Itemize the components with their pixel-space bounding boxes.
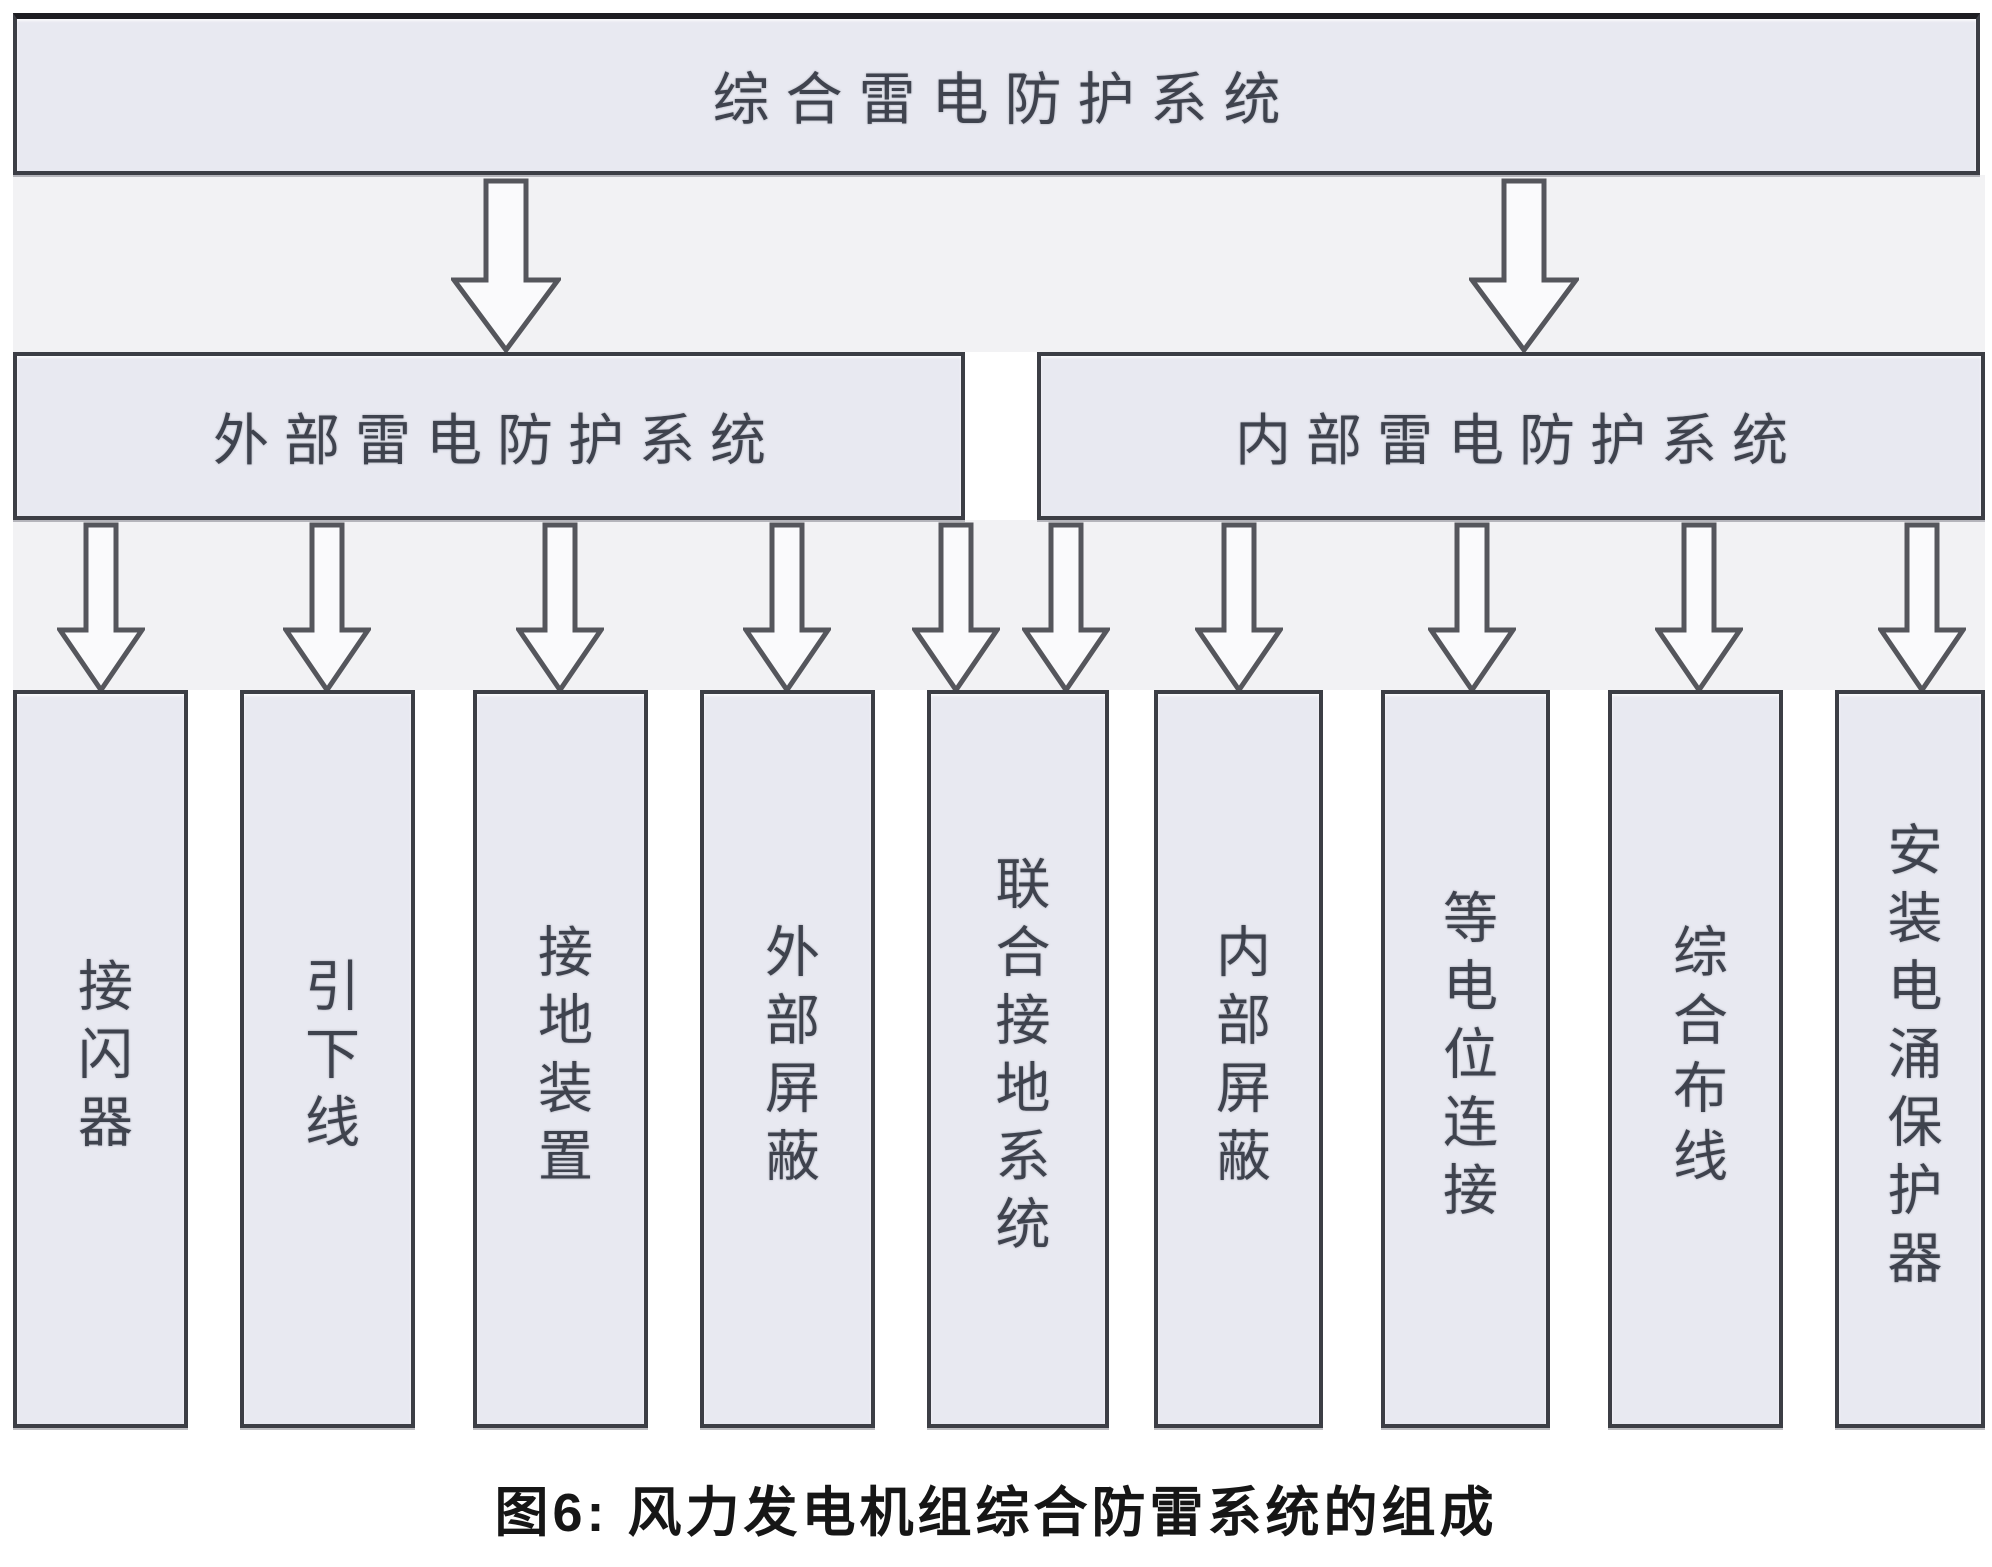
leaf-label: 内部屏蔽 bbox=[1207, 923, 1270, 1195]
leaf-label: 等电位连接 bbox=[1434, 889, 1497, 1229]
leaf-label: 外部屏蔽 bbox=[756, 923, 819, 1195]
leaf-box-joint-earthing-system: 联合接地系统 bbox=[927, 690, 1109, 1428]
leaf-label: 综合布线 bbox=[1664, 923, 1727, 1195]
internal-system-box: 内部雷电防护系统 bbox=[1037, 352, 1985, 520]
leaf-box-down-conductor: 引下线 bbox=[240, 690, 415, 1428]
down-arrow-icon bbox=[912, 522, 1000, 694]
leaf-label: 引下线 bbox=[296, 957, 359, 1161]
leaf-label: 接闪器 bbox=[69, 957, 132, 1161]
leaf-box-external-shielding: 外部屏蔽 bbox=[700, 690, 875, 1428]
leaf-box-equipotential-bonding: 等电位连接 bbox=[1381, 690, 1550, 1428]
root-node-label: 综合雷电防护系统 bbox=[712, 68, 1297, 132]
down-arrow-icon bbox=[57, 522, 145, 694]
down-arrow-icon bbox=[1469, 178, 1579, 354]
leaf-label: 安装电涌保护器 bbox=[1879, 821, 1941, 1297]
external-system-label: 外部雷电防护系统 bbox=[213, 408, 781, 472]
down-arrow-icon bbox=[1195, 522, 1283, 694]
leaf-box-surge-protector: 安装电涌保护器 bbox=[1835, 690, 1985, 1428]
down-arrow-icon bbox=[1428, 522, 1516, 694]
down-arrow-icon bbox=[283, 522, 371, 694]
leaf-label: 接地装置 bbox=[529, 923, 592, 1195]
root-node-box: 综合雷电防护系统 bbox=[13, 13, 1980, 175]
down-arrow-icon bbox=[1022, 522, 1110, 694]
external-system-box: 外部雷电防护系统 bbox=[13, 352, 965, 520]
down-arrow-icon bbox=[1655, 522, 1743, 694]
down-arrow-icon bbox=[743, 522, 831, 694]
down-arrow-icon bbox=[1878, 522, 1966, 694]
down-arrow-icon bbox=[516, 522, 604, 694]
figure-caption: 图6: 风力发电机组综合防雷系统的组成 bbox=[494, 1483, 1498, 1543]
leaf-box-internal-shielding: 内部屏蔽 bbox=[1154, 690, 1323, 1428]
leaf-label: 联合接地系统 bbox=[987, 855, 1049, 1263]
internal-system-label: 内部雷电防护系统 bbox=[1235, 408, 1803, 472]
leaf-box-earthing-device: 接地装置 bbox=[473, 690, 648, 1428]
leaf-box-air-terminal: 接闪器 bbox=[13, 690, 188, 1428]
background-band-upper bbox=[13, 175, 1985, 352]
leaf-box-integrated-cabling: 综合布线 bbox=[1608, 690, 1783, 1428]
down-arrow-icon bbox=[451, 178, 561, 354]
